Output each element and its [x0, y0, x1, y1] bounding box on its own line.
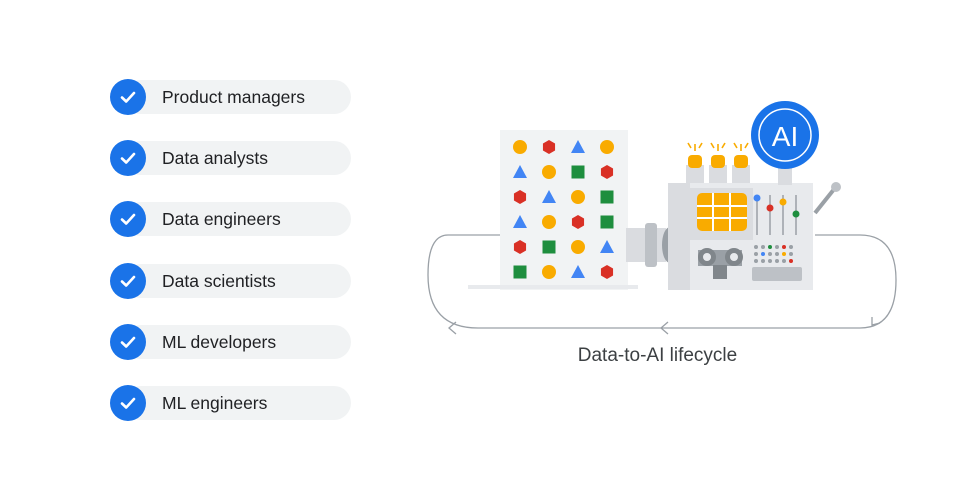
- circle-shape-orange: [542, 265, 556, 279]
- square-shape-green: [542, 240, 556, 254]
- role-pill: [124, 385, 351, 420]
- ai-badge-stand: [778, 165, 792, 185]
- square-shape-green: [600, 190, 614, 204]
- triangle-shape-blue: [571, 140, 585, 153]
- processor-chip: [697, 193, 747, 231]
- role-pill: [124, 80, 351, 114]
- checkmark-icon: [110, 262, 146, 299]
- lightbulbs: [686, 142, 750, 183]
- checkmark-icon: [110, 384, 146, 421]
- checkmark-icon: [110, 79, 146, 115]
- loop-arrow-icon: [448, 321, 457, 335]
- role-pill: [124, 263, 351, 298]
- role-item-ml-engineers: ML engineers: [110, 384, 352, 421]
- triangle-shape-blue: [542, 190, 556, 203]
- checkmark-icon: [110, 323, 146, 360]
- circle-shape-orange: [513, 140, 527, 154]
- square-shape-green: [513, 265, 527, 279]
- button-panel: [752, 245, 802, 281]
- role-label: Data scientists: [162, 270, 276, 291]
- square-shape-green: [571, 165, 585, 179]
- triangle-shape-blue: [513, 165, 527, 178]
- role-label: ML engineers: [162, 392, 268, 413]
- role-item-data-analysts: Data analysts: [110, 140, 352, 177]
- lifecycle-caption: Data-to-AI lifecycle: [577, 345, 738, 366]
- circle-shape-orange: [571, 190, 585, 204]
- role-pill: [124, 202, 351, 237]
- data-panel: [500, 130, 628, 290]
- role-item-data-engineers: Data engineers: [110, 201, 352, 238]
- role-item-ml-developers: ML developers: [110, 323, 352, 360]
- checkmark-icon: [110, 140, 146, 177]
- data-panel-shadow: [468, 285, 638, 289]
- ai-badge: [751, 101, 819, 169]
- loop-arrow-icon: [871, 317, 881, 326]
- lever: [813, 186, 837, 215]
- circle-shape-orange: [571, 240, 585, 254]
- triangle-shape-blue: [600, 240, 614, 253]
- circle-shape-orange: [542, 165, 556, 179]
- circle-shape-orange: [600, 140, 614, 154]
- role-label: Data analysts: [162, 148, 269, 169]
- hexagon-shape-red: [571, 215, 585, 229]
- role-pill: [124, 141, 351, 176]
- shape-grid: [513, 140, 614, 279]
- hexagon-shape-red: [513, 190, 527, 204]
- triangle-shape-blue: [513, 215, 527, 228]
- connector-ring: [645, 223, 657, 267]
- role-pill: [124, 324, 351, 359]
- circle-shape-orange: [542, 215, 556, 229]
- hexagon-shape-red: [600, 265, 614, 279]
- square-shape-green: [600, 215, 614, 229]
- role-label: Data engineers: [162, 209, 281, 230]
- checkmark-icon: [110, 201, 146, 238]
- hexagon-shape-red: [513, 240, 527, 254]
- role-label: Product managers: [162, 87, 305, 107]
- ai-badge-label: AI: [772, 121, 798, 152]
- role-list: Product managers Data analysts Data engi…: [110, 79, 352, 446]
- lifecycle-loop: [427, 234, 897, 329]
- control-sliders: [753, 194, 800, 235]
- loop-arrow-icon: [660, 321, 669, 335]
- role-item-data-scientists: Data scientists: [110, 262, 352, 299]
- triangle-shape-blue: [571, 265, 585, 278]
- hexagon-shape-red: [542, 140, 556, 154]
- data-to-ai-illustration: AI: [427, 101, 897, 335]
- hexagon-shape-red: [600, 165, 614, 179]
- role-label: ML developers: [162, 331, 277, 352]
- role-item-product-managers: Product managers: [110, 79, 352, 115]
- machine-side: [668, 183, 690, 290]
